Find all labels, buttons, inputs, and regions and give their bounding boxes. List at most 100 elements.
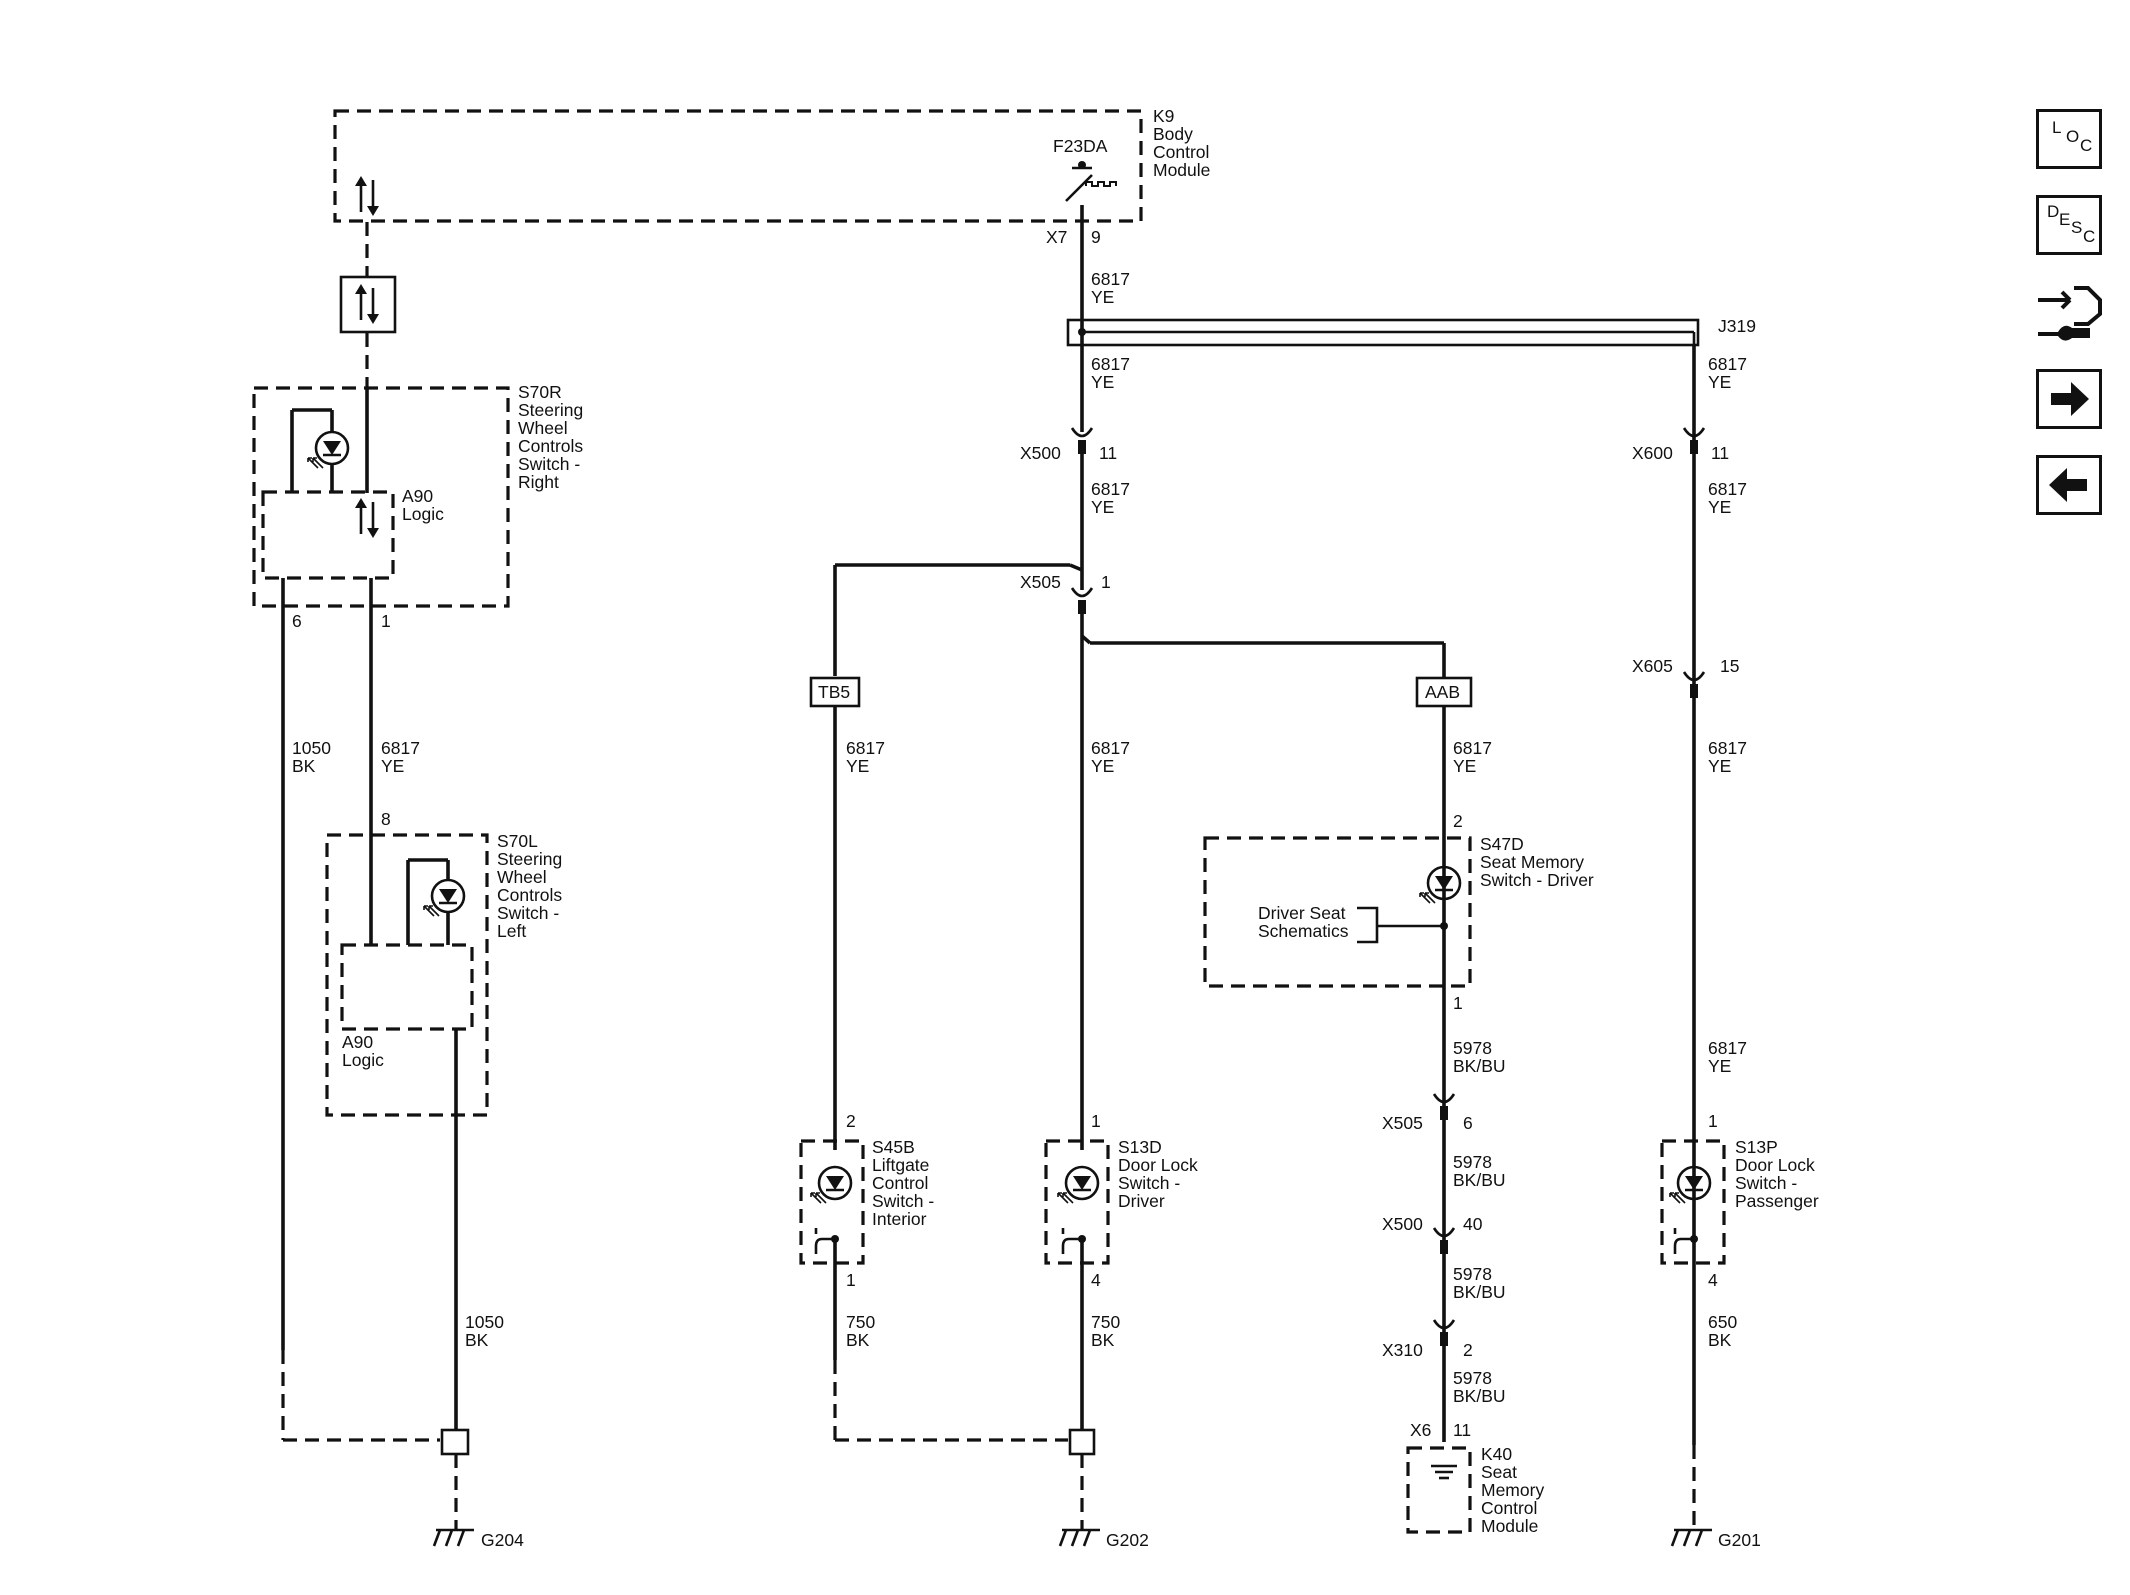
- a90-left-id: A90: [342, 1032, 373, 1052]
- pin-label: 1: [1091, 1111, 1101, 1131]
- s70l-line: Steering: [497, 849, 562, 869]
- wire-label: 750: [1091, 1312, 1120, 1332]
- s70r-line: Wheel: [518, 418, 568, 438]
- conn-pin: 11: [1453, 1420, 1471, 1440]
- wire-label: YE: [846, 756, 869, 776]
- s47d-id: S47D: [1480, 834, 1524, 854]
- wire-label: 6817: [1091, 269, 1130, 289]
- wire-label: YE: [1453, 756, 1476, 776]
- ground-g202: G202: [1106, 1530, 1149, 1550]
- desc-letter: E: [2059, 210, 2071, 229]
- wire-label: 6817: [381, 738, 420, 758]
- pin-label: 8: [381, 809, 391, 829]
- s70l-line: Left: [497, 921, 526, 941]
- k40-id: K40: [1481, 1444, 1512, 1464]
- s45b-id: S45B: [872, 1137, 915, 1157]
- desc-letter: C: [2083, 227, 2096, 246]
- s47d-line: Seat Memory: [1480, 852, 1584, 872]
- location-button[interactable]: L O C: [2036, 109, 2102, 169]
- a90-right-line: Logic: [402, 504, 444, 524]
- wire-label: 6817: [1453, 738, 1492, 758]
- wire-label: BK: [292, 756, 316, 776]
- j319-label: J319: [1718, 316, 1756, 336]
- wire-label: 650: [1708, 1312, 1737, 1332]
- conn-name: X6: [1410, 1420, 1431, 1440]
- s13d-line: Switch -: [1118, 1173, 1180, 1193]
- wire-label: BK/BU: [1453, 1386, 1506, 1406]
- conn-name: X310: [1382, 1340, 1423, 1360]
- pin-label: 2: [846, 1111, 856, 1131]
- wire-label: 5978: [1453, 1368, 1492, 1388]
- k9-line: Control: [1153, 142, 1209, 162]
- conn-pin: 9: [1091, 227, 1101, 247]
- conn-pin: 11: [1099, 443, 1117, 463]
- s70l-line: Controls: [497, 885, 562, 905]
- desc-letter: D: [2047, 202, 2060, 221]
- k40-seat-memory-control-module: K40 Seat Memory Control Module: [1406, 1444, 1544, 1536]
- s13d-id: S13D: [1118, 1137, 1162, 1157]
- s70r-line: Controls: [518, 436, 583, 456]
- data-bus-symbol: [339, 275, 397, 334]
- conn-name: X505: [1382, 1113, 1423, 1133]
- wire-label: YE: [1091, 287, 1114, 307]
- s13p-line: Switch -: [1735, 1173, 1797, 1193]
- driver-seat-ref[interactable]: Driver Seat: [1258, 903, 1346, 923]
- s45b-line: Switch -: [872, 1191, 934, 1211]
- s13p-door-lock-switch-passenger: S13P Door Lock Switch - Passenger: [1660, 1137, 1819, 1265]
- wire-label: BK: [1091, 1330, 1115, 1350]
- wire-label: YE: [1708, 1056, 1731, 1076]
- loc-letter: O: [2066, 127, 2080, 146]
- a90-left-line: Logic: [342, 1050, 384, 1070]
- s13p-id: S13P: [1735, 1137, 1778, 1157]
- wire-label: 6817: [1708, 479, 1747, 499]
- s45b-liftgate-control-switch-interior: S45B Liftgate Control Switch - Interior: [799, 1137, 934, 1265]
- wire-label: 5978: [1453, 1152, 1492, 1172]
- wire-label: YE: [1708, 372, 1731, 392]
- wire-label: 750: [846, 1312, 875, 1332]
- pin-label: 1: [1453, 993, 1463, 1013]
- driver-seat-ref[interactable]: Schematics: [1258, 921, 1349, 941]
- s70l-line: Switch -: [497, 903, 559, 923]
- pin-label: 2: [1453, 811, 1463, 831]
- conn-name: X500: [1020, 443, 1061, 463]
- conn-name: X500: [1382, 1214, 1423, 1234]
- j319-splice: J319: [1066, 316, 1756, 347]
- wire-label: YE: [1708, 756, 1731, 776]
- wire-label: 6817: [1708, 354, 1747, 374]
- wire-label: YE: [1091, 372, 1114, 392]
- s45b-line: Control: [872, 1173, 928, 1193]
- wire-label: YE: [1708, 497, 1731, 517]
- k40-line: Seat: [1481, 1462, 1517, 1482]
- wire-label: 1050: [465, 1312, 504, 1332]
- s47d-line: Switch - Driver: [1480, 870, 1594, 890]
- next-page-button[interactable]: [2036, 369, 2102, 429]
- connector-repair-icon[interactable]: [2030, 280, 2110, 350]
- wire-label: BK: [846, 1330, 870, 1350]
- k9-line: Module: [1153, 160, 1210, 180]
- k9-line: Body: [1153, 124, 1193, 144]
- s45b-line: Liftgate: [872, 1155, 929, 1175]
- description-button[interactable]: D E S C: [2036, 195, 2102, 255]
- ground-g204: G204: [481, 1530, 524, 1550]
- conn-name: X7: [1046, 227, 1067, 247]
- conn-name: X600: [1632, 443, 1673, 463]
- k9-id: K9: [1153, 106, 1174, 126]
- k40-line: Memory: [1481, 1480, 1544, 1500]
- s70r-id: S70R: [518, 382, 562, 402]
- conn-pin: 2: [1463, 1340, 1473, 1360]
- k40-line: Module: [1481, 1516, 1538, 1536]
- previous-page-button[interactable]: [2036, 455, 2102, 515]
- wire-label: 6817: [846, 738, 885, 758]
- s13d-line: Door Lock: [1118, 1155, 1198, 1175]
- conn-name: X605: [1632, 656, 1673, 676]
- wire-label: YE: [381, 756, 404, 776]
- wire-label: 1050: [292, 738, 331, 758]
- loc-letter: C: [2080, 136, 2093, 155]
- pin-label: 1: [1708, 1111, 1718, 1131]
- a90-right-id: A90: [402, 486, 433, 506]
- wire-label: YE: [1091, 756, 1114, 776]
- s70l-id: S70L: [497, 831, 538, 851]
- s13p-line: Passenger: [1735, 1191, 1819, 1211]
- arrow-left-icon: [2049, 468, 2087, 502]
